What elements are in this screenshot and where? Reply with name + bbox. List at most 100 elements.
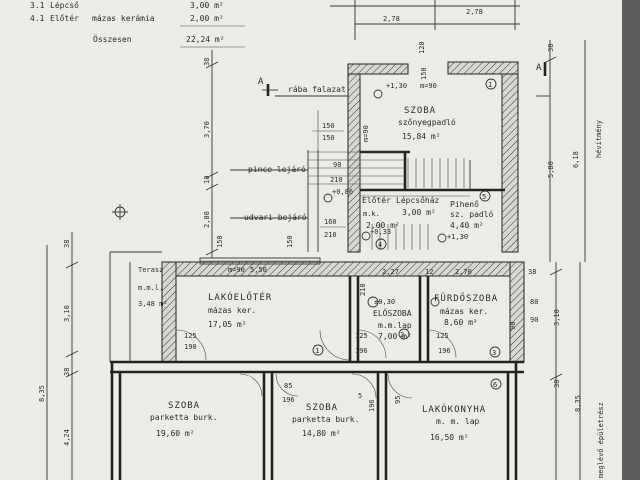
room-szoba-left-area: 19,60 m²: [156, 429, 195, 438]
room-furdoszoba-floor: mázas ker.: [440, 307, 488, 316]
legend-row-1-area: 3,00 m²: [190, 1, 224, 10]
dim-310-a: 3,10: [63, 305, 71, 322]
room-furdoszoba-num: 3: [492, 349, 496, 357]
area-legend: 3.1 Lépcső 3,00 m² 4.1 Előtér mázas kerá…: [30, 0, 245, 48]
room-szoba-top-name: SZOBA: [404, 106, 436, 116]
dim-80: 80: [530, 298, 538, 306]
room-piheno-area: 4,40 m²: [450, 221, 484, 230]
room-lepcsohaz-name: Lépcsőház: [396, 195, 440, 205]
room-terasz-floor: m.m.l.: [138, 284, 163, 292]
legend-row-2-name: Előtér: [50, 13, 79, 23]
dim-38-b: 38: [63, 240, 71, 248]
room-szoba-mid-floor: parketta burk.: [292, 415, 359, 424]
room-piheno-floor: sz. padló: [450, 209, 494, 219]
dim-200: 2,00: [203, 211, 211, 228]
room-eloszoba-num: 2: [400, 331, 404, 339]
level-4: +0,33: [370, 228, 391, 236]
legend-row-1-num: 3.1: [30, 1, 45, 10]
dim-210-b: 210: [324, 231, 337, 239]
room-lepcsohaz-area: 3,00 m²: [402, 208, 436, 217]
dim-150-e: 150: [286, 235, 294, 248]
right-dimensions: 38 5,80 6,18 hévítmény 38 3,10 38 8,35 m…: [528, 40, 605, 480]
room-terasz-area: 3,48 m²: [138, 300, 168, 308]
room-lakokonyha-floor: m. m. lap: [436, 417, 480, 426]
room-szoba-mid-area: 14,80 m²: [302, 429, 341, 438]
dim-278-b: 2,78: [466, 8, 483, 16]
dim-150-b: 150: [322, 122, 335, 130]
dim-424: 4,24: [63, 429, 71, 446]
section-a-left: A: [258, 77, 264, 87]
room-szoba-left-name: SZOBA: [168, 401, 200, 411]
dim-550: 5,50: [250, 266, 267, 274]
m90-top: m=90: [420, 82, 437, 90]
dim-370: 3,70: [203, 121, 211, 138]
room-eloter-area: 2,00 m²: [366, 221, 400, 230]
room-lakokonyha-name: LAKÓKONYHA: [422, 403, 486, 415]
note-havi: hévítmény: [595, 120, 603, 158]
level-3: +0,86: [332, 188, 353, 196]
dim-12: 12: [425, 268, 433, 276]
dim-196-d: 196: [368, 399, 376, 412]
note-pince: pince lejáró: [248, 164, 306, 174]
ground-block: Terasz m.m.l. 3,48 m² LAKÓELŐTÉR mázas k…: [109, 235, 538, 480]
dim-210-a: 210: [330, 176, 343, 184]
dim-125-c: 125: [436, 332, 449, 340]
room-szoba-top-num: 1: [488, 81, 492, 89]
dim-210-c: 210: [359, 283, 367, 296]
dim-835-a: 8,35: [38, 385, 46, 402]
room-furdoszoba-name: FÜRDŐSZOBA: [434, 293, 498, 304]
section-markers: A A: [258, 62, 550, 97]
room-piheno-name: Pihenő: [450, 200, 479, 209]
room-lakoeloter-floor: mázas ker.: [208, 306, 256, 315]
dim-10: 10: [203, 176, 211, 184]
dim-270: 2,70: [455, 268, 472, 276]
dim-310-b: 3,10: [553, 309, 561, 326]
legend-row-2-floor: mázas kerámia: [92, 14, 155, 23]
dim-38-a: 38: [203, 58, 211, 66]
room-lakoeloter-area: 17,05 m²: [208, 320, 247, 329]
note-raba: rába falazat: [288, 85, 346, 94]
dim-38-d: 38: [547, 44, 555, 52]
room-szoba-top-floor: szőnyegpadló: [398, 117, 456, 127]
dim-85: 85: [284, 382, 292, 390]
room-eloszoba-floor: m.m.lap: [378, 321, 412, 330]
dim-580: 5,80: [547, 161, 555, 178]
dim-90-c: 90: [509, 322, 517, 330]
dim-150-a: 150: [420, 67, 428, 80]
note-meglevo: meglévő épületrész: [596, 402, 605, 478]
legend-total-value: 22,24 m²: [186, 35, 225, 44]
section-a-right: A: [536, 63, 542, 73]
dim-227: 2,27: [382, 268, 399, 276]
dim-190: 190: [184, 343, 197, 351]
level-5: ±0,30: [374, 298, 395, 306]
room-szoba-mid-name: SZOBA: [306, 403, 338, 413]
dim-196-a: 196: [355, 347, 368, 355]
dim-120: 120: [418, 41, 426, 54]
scan-edge: [622, 0, 640, 480]
room-piheno-num: 5: [482, 193, 486, 201]
dim-38-f: 38: [553, 380, 561, 388]
legend-row-1-name: Lépcső: [50, 0, 79, 10]
room-lakokonyha-num: 6: [493, 381, 497, 389]
dim-160: 160: [324, 218, 337, 226]
dim-38-c: 38: [63, 368, 71, 376]
room-terasz-name: Terasz: [138, 266, 163, 274]
stair-treads: [308, 151, 470, 250]
room-lakoeloter-name: LAKÓELŐTÉR: [208, 291, 272, 303]
dim-618: 6,18: [572, 151, 580, 168]
room-furdoszoba-area: 8,60 m²: [444, 318, 478, 327]
note-mk: m.k.: [363, 210, 380, 218]
dim-90-a: 90: [333, 161, 341, 169]
room-lakokonyha-area: 16,50 m²: [430, 433, 469, 442]
dim-125-b: 125: [355, 332, 368, 340]
legend-total-label: Összesen: [93, 34, 132, 44]
level-top: +1,30: [386, 82, 407, 90]
left-dimensions: 38 3,70 10 2,00 38 3,10 38 4,24 8,35: [38, 50, 219, 480]
m90-mid: m=90: [362, 125, 370, 142]
dim-278-a: 2,78: [383, 15, 400, 23]
legend-row-2-num: 4.1: [30, 14, 45, 23]
room-szoba-left-floor: parketta burk.: [150, 413, 217, 422]
dim-38-e: 38: [528, 268, 536, 276]
